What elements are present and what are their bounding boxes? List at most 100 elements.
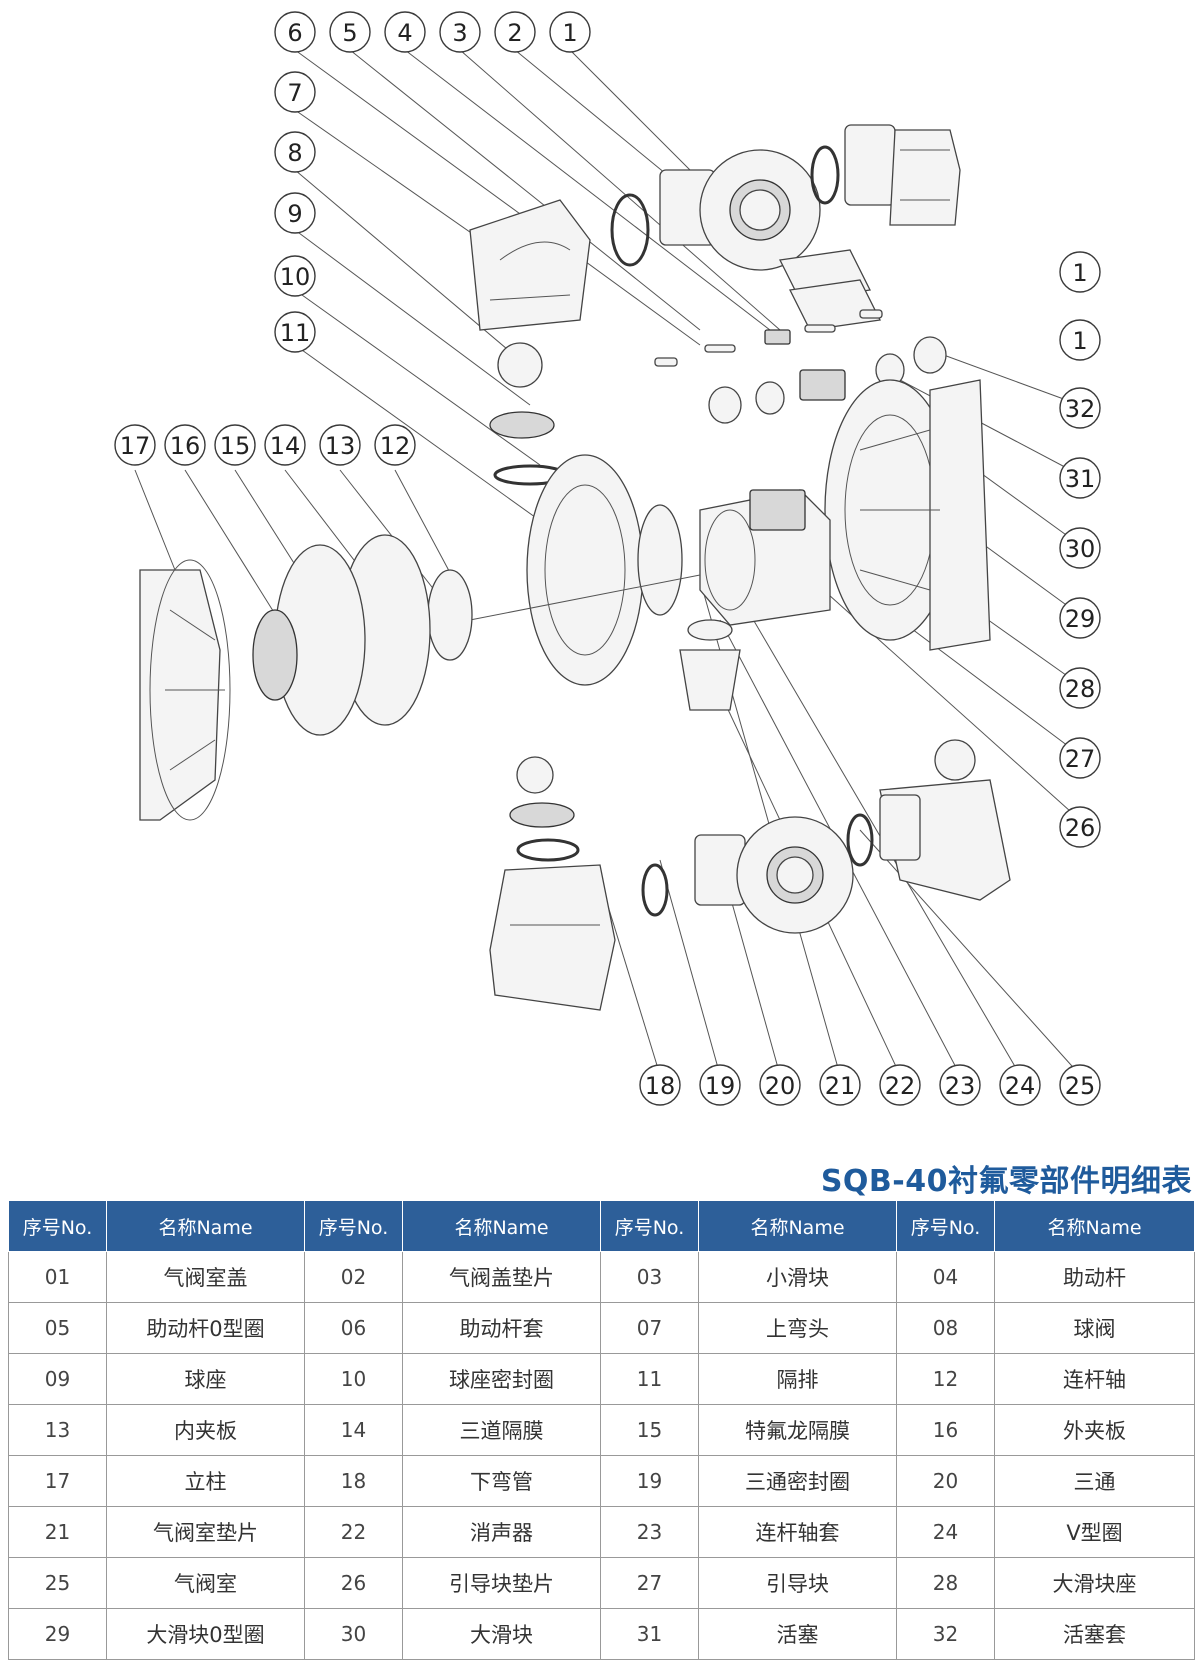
callout-30: 30 [1059,527,1101,569]
part-number-cell: 13 [8,1404,107,1456]
callout-number: 25 [1065,1072,1096,1100]
callout-circle [879,1064,921,1106]
part-name-cell: 大滑块座 [994,1557,1195,1609]
callout-circle [1059,319,1101,361]
callout-circle [699,1064,741,1106]
part-number-cell: 01 [8,1251,107,1303]
callout-12: 12 [374,424,416,466]
part-name-cell: 消声器 [402,1506,601,1558]
part-number-cell: 23 [600,1506,699,1558]
callout-circle [639,1064,681,1106]
part-number-cell: 26 [304,1557,403,1609]
part-number-cell: 07 [600,1302,699,1354]
part-name-cell: 气阀室 [106,1557,305,1609]
pump-parts [139,124,1011,1011]
part-name-cell: 三通密封圈 [698,1455,897,1507]
callout-28: 28 [1059,667,1101,709]
part-number-cell: 28 [896,1557,995,1609]
part-number-cell: 04 [896,1251,995,1303]
part-name-cell: 特氟龙隔膜 [698,1404,897,1456]
callout-7: 7 [274,71,316,113]
lower-right-elbow-part [879,779,1011,901]
callout-number: 1 [1072,259,1087,287]
callout-number: 23 [945,1072,976,1100]
part-name-cell: 球阀 [994,1302,1195,1354]
callout-number: 17 [120,432,151,460]
diagram-canvas: 1234567891011121314151617181920212223242… [114,11,1101,1106]
callout-18: 18 [639,1064,681,1106]
callout-number: 20 [765,1072,796,1100]
header-no: 序号No. [896,1200,995,1252]
part-name-cell: 三通 [994,1455,1195,1507]
callout-number: 15 [220,432,251,460]
part-name-cell: 助动杆 [994,1251,1195,1303]
callout-number: 3 [452,19,467,47]
parts-table: 序号No. 名称Name 序号No. 名称Name 序号No. 名称Name 序… [8,1200,1195,1660]
callout-circle [439,11,481,53]
part-number-cell: 11 [600,1353,699,1405]
callout-number: 1 [1072,327,1087,355]
callout-19: 19 [699,1064,741,1106]
part-number-cell: 19 [600,1455,699,1507]
part-name-cell: 下弯管 [402,1455,601,1507]
header-no: 序号No. [8,1200,107,1252]
callout-23: 23 [939,1064,981,1106]
left-chamber-part [139,559,231,821]
header-name: 名称Name [994,1200,1195,1252]
callout-21: 21 [819,1064,861,1106]
callout-number: 30 [1065,535,1096,563]
part-number-cell: 21 [8,1506,107,1558]
callout-number: 12 [380,432,411,460]
part-number-cell: 14 [304,1404,403,1456]
callout-5: 5 [329,11,371,53]
header-name: 名称Name [698,1200,897,1252]
part-name-cell: 引导块 [698,1557,897,1609]
callout-1: 1 [549,11,591,53]
header-name: 名称Name [402,1200,601,1252]
callout-2: 2 [494,11,536,53]
callout-4: 4 [384,11,426,53]
callout-27: 27 [1059,737,1101,779]
top-right-elbow-part [844,124,961,226]
callout-15: 15 [214,424,256,466]
callout-number: 9 [287,200,302,228]
callout-11: 11 [274,311,316,353]
lower-elbow-part [489,864,616,1011]
part-number-cell: 22 [304,1506,403,1558]
callout-26: 26 [1059,806,1101,848]
callout-circle [1059,251,1101,293]
callout-number: 21 [825,1072,856,1100]
callout-circle [274,11,316,53]
callout-13: 13 [319,424,361,466]
callout-circle [329,11,371,53]
callout-14: 14 [264,424,306,466]
callout-number: 4 [397,19,412,47]
table-title: SQB-40衬氟零部件明细表 [820,1164,1192,1199]
callout-20: 20 [759,1064,801,1106]
callout-9: 9 [274,192,316,234]
part-name-cell: 上弯头 [698,1302,897,1354]
part-number-cell: 25 [8,1557,107,1609]
part-name-cell: 立柱 [106,1455,305,1507]
callout-number: 13 [325,432,356,460]
part-number-cell: 09 [8,1353,107,1405]
part-name-cell: 大滑块0型圈 [106,1608,305,1660]
part-name-cell: 活塞套 [994,1608,1195,1660]
callout-number: 18 [645,1072,676,1100]
callout-number: 29 [1065,605,1096,633]
part-number-cell: 18 [304,1455,403,1507]
part-name-cell: 球座密封圈 [402,1353,601,1405]
callout-circle [274,71,316,113]
callout-number: 32 [1065,395,1096,423]
header-no: 序号No. [304,1200,403,1252]
part-name-cell: 隔排 [698,1353,897,1405]
callout-circle [939,1064,981,1106]
part-name-cell: 活塞 [698,1608,897,1660]
header-name: 名称Name [106,1200,305,1252]
